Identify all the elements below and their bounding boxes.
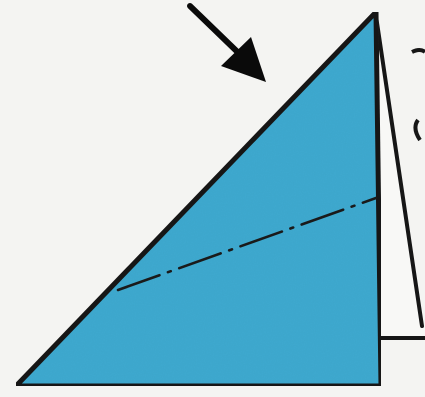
edge-mark	[412, 50, 425, 52]
